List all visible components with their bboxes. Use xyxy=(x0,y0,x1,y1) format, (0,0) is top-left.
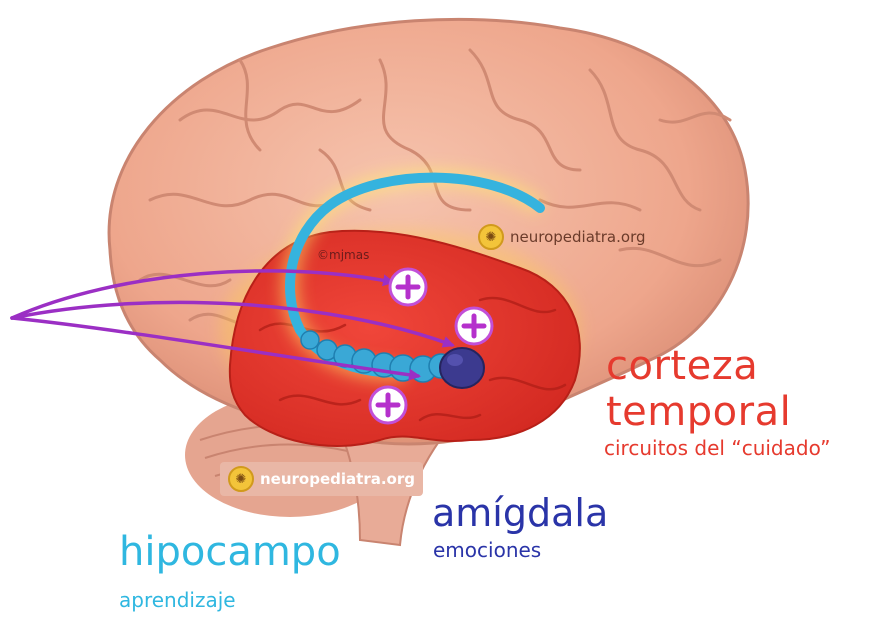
site-watermark-text: neuropediatra.org xyxy=(260,470,415,488)
hipocampo-subtitle: aprendizaje xyxy=(119,590,236,610)
plus-circle-icon xyxy=(370,387,406,423)
brain-logo-icon: ✺ xyxy=(478,224,504,250)
amigdala-subtitle: emociones xyxy=(433,540,541,560)
hipocampo-label: hipocampo xyxy=(119,532,341,572)
amygdala xyxy=(440,348,484,388)
site-watermark-bottom: ✺ neuropediatra.org xyxy=(220,462,423,496)
corteza-subtitle: circuitos del “cuidado” xyxy=(604,438,830,458)
site-watermark-text: neuropediatra.org xyxy=(510,228,646,246)
site-watermark-top: ✺ neuropediatra.org xyxy=(478,224,646,250)
temporal-label: temporal xyxy=(606,392,791,432)
amigdala-label: amígdala xyxy=(432,494,608,532)
brain-logo-icon: ✺ xyxy=(228,466,254,492)
copyright-watermark: ©mjmas xyxy=(317,248,369,262)
plus-circle-icon xyxy=(456,308,492,344)
plus-circle-icon xyxy=(390,269,426,305)
corteza-label: corteza xyxy=(606,346,758,386)
